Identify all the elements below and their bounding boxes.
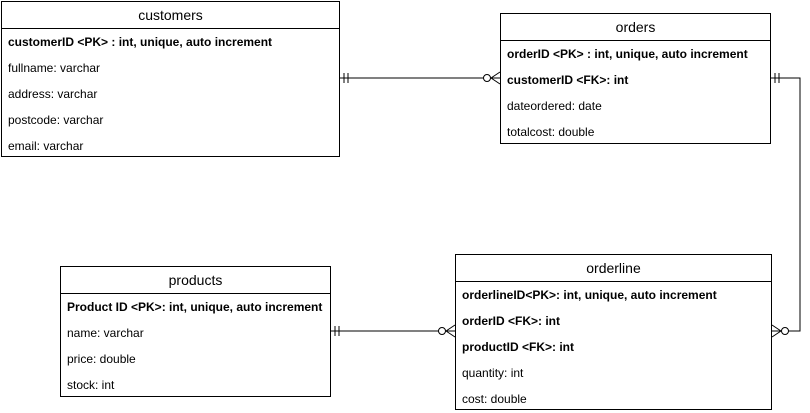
zero-optional-mark bbox=[438, 327, 446, 335]
crowfoot-mark bbox=[771, 324, 782, 332]
attribute-row: orderID <PK> : int, unique, auto increme… bbox=[507, 47, 748, 61]
attribute-row: name: varchar bbox=[67, 326, 144, 340]
entity-products[interactable]: products Product ID <PK>: int, unique, a… bbox=[60, 266, 331, 397]
entity-title: products bbox=[61, 267, 330, 294]
zero-optional-mark bbox=[483, 74, 491, 82]
attribute-row: stock: int bbox=[67, 378, 115, 392]
crowfoot-mark bbox=[445, 324, 456, 332]
relationship-products-orderline[interactable] bbox=[331, 324, 456, 338]
entity-title: orders bbox=[501, 14, 770, 41]
entity-customers[interactable]: customers customerID <PK> : int, unique,… bbox=[1, 1, 340, 157]
relationship-orders-orderline[interactable] bbox=[771, 73, 801, 338]
attribute-row: Product ID <PK>: int, unique, auto incre… bbox=[67, 300, 323, 314]
entity-title: customers bbox=[2, 2, 339, 29]
attribute-row: customerID <PK> : int, unique, auto incr… bbox=[8, 35, 273, 49]
attribute-row: fullname: varchar bbox=[8, 61, 101, 75]
attribute-row: price: double bbox=[67, 352, 136, 366]
relationship-customers-orders[interactable] bbox=[340, 71, 501, 85]
entity-title: orderline bbox=[456, 255, 771, 282]
attribute-row: address: varchar bbox=[8, 87, 98, 101]
attribute-row: orderID <FK>: int bbox=[462, 314, 561, 328]
crowfoot-mark bbox=[771, 330, 782, 338]
connector-line bbox=[771, 77, 801, 332]
zero-optional-mark bbox=[781, 327, 789, 335]
attribute-row: cost: double bbox=[462, 392, 527, 406]
crowfoot-mark bbox=[490, 77, 501, 85]
attribute-row: customerID <FK>: int bbox=[507, 73, 629, 87]
attribute-row: postcode: varchar bbox=[8, 113, 104, 127]
crowfoot-mark bbox=[490, 71, 501, 79]
attribute-row: totalcost: double bbox=[507, 125, 595, 139]
attribute-row: email: varchar bbox=[8, 139, 84, 153]
entity-orderline[interactable]: orderline orderlineID<PK>: int, unique, … bbox=[455, 254, 772, 410]
attribute-row: quantity: int bbox=[462, 366, 524, 380]
crowfoot-mark bbox=[445, 330, 456, 338]
entity-orders[interactable]: orders orderID <PK> : int, unique, auto … bbox=[500, 13, 771, 144]
attribute-row: productID <FK>: int bbox=[462, 340, 574, 354]
attribute-row: orderlineID<PK>: int, unique, auto incre… bbox=[462, 288, 717, 302]
attribute-row: dateordered: date bbox=[507, 99, 602, 113]
